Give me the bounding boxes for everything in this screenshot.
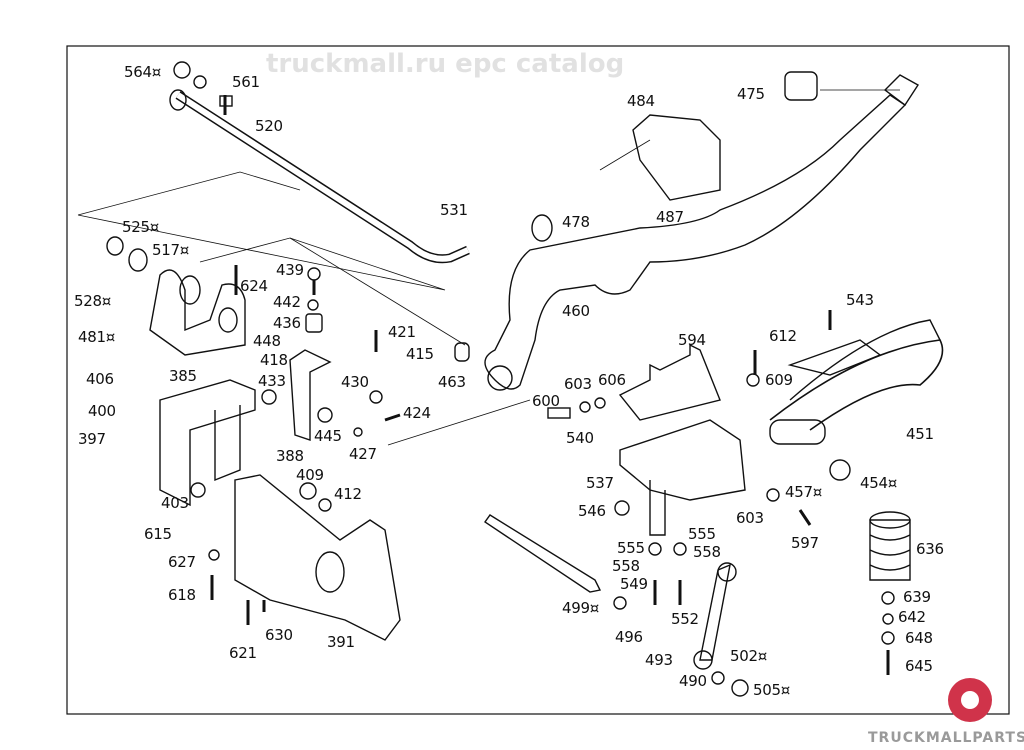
part-label[interactable]: 463	[438, 373, 466, 391]
part-label[interactable]: 555	[688, 525, 716, 543]
part-label[interactable]: 543	[846, 291, 874, 309]
part-label[interactable]: 505¤	[753, 681, 790, 699]
part-label[interactable]: 558	[693, 543, 721, 561]
part-label[interactable]: 490	[679, 672, 707, 690]
part-label[interactable]: 630	[265, 626, 293, 644]
part-label[interactable]: 454¤	[860, 474, 897, 492]
part-label[interactable]: 621	[229, 644, 257, 662]
part-label[interactable]: 564¤	[124, 63, 161, 81]
part-label[interactable]: 448	[253, 332, 281, 350]
part-label[interactable]: 478	[562, 213, 590, 231]
part-label[interactable]: 481¤	[78, 328, 115, 346]
part-label[interactable]: 418	[260, 351, 288, 369]
part-label[interactable]: 517¤	[152, 241, 189, 259]
part-label[interactable]: 388	[276, 447, 304, 465]
part-label[interactable]: 618	[168, 586, 196, 604]
nut-564	[173, 61, 191, 79]
part-label[interactable]: 487	[656, 208, 684, 226]
diagram-frame	[66, 45, 1010, 715]
part-label[interactable]: 460	[562, 302, 590, 320]
part-label[interactable]: 496	[615, 628, 643, 646]
part-label[interactable]: 531	[440, 201, 468, 219]
part-label[interactable]: 442	[273, 293, 301, 311]
part-label[interactable]: 525¤	[122, 218, 159, 236]
truckmall-logo	[948, 678, 992, 722]
part-label[interactable]: 558	[612, 557, 640, 575]
part-label[interactable]: 603	[736, 509, 764, 527]
part-label[interactable]: 406	[86, 370, 114, 388]
part-label[interactable]: 612	[769, 327, 797, 345]
part-label[interactable]: 627	[168, 553, 196, 571]
part-label[interactable]: 636	[916, 540, 944, 558]
part-label[interactable]: 537	[586, 474, 614, 492]
part-label[interactable]: 484	[627, 92, 655, 110]
part-label[interactable]: 430	[341, 373, 369, 391]
part-label[interactable]: 561	[232, 73, 260, 91]
part-label[interactable]: 475	[737, 85, 765, 103]
logo-text: TRUCKMALLPARTS	[868, 730, 1024, 746]
part-label[interactable]: 439	[276, 261, 304, 279]
part-label[interactable]: 597	[791, 534, 819, 552]
part-label[interactable]: 403	[161, 494, 189, 512]
part-label[interactable]: 436	[273, 314, 301, 332]
part-label[interactable]: 457¤	[785, 483, 822, 501]
part-label[interactable]: 555	[617, 539, 645, 557]
part-label[interactable]: 639	[903, 588, 931, 606]
part-label[interactable]: 427	[349, 445, 377, 463]
part-label[interactable]: 648	[905, 629, 933, 647]
part-label[interactable]: 433	[258, 372, 286, 390]
part-label[interactable]: 603	[564, 375, 592, 393]
part-label[interactable]: 520	[255, 117, 283, 135]
part-label[interactable]: 493	[645, 651, 673, 669]
part-label[interactable]: 412	[334, 485, 362, 503]
part-label[interactable]: 642	[898, 608, 926, 626]
part-label[interactable]: 409	[296, 466, 324, 484]
part-label[interactable]: 600	[532, 392, 560, 410]
part-label[interactable]: 528¤	[74, 292, 111, 310]
part-label[interactable]: 606	[598, 371, 626, 389]
part-label[interactable]: 391	[327, 633, 355, 651]
part-label[interactable]: 609	[765, 371, 793, 389]
part-label[interactable]: 540	[566, 429, 594, 447]
part-label[interactable]: 445	[314, 427, 342, 445]
part-label[interactable]: 624	[240, 277, 268, 295]
part-label[interactable]: 385	[169, 367, 197, 385]
part-label[interactable]: 502¤	[730, 647, 767, 665]
part-label[interactable]: 615	[144, 525, 172, 543]
part-label[interactable]: 645	[905, 657, 933, 675]
watermark: truckmall.ru epc catalog	[266, 49, 625, 79]
part-label[interactable]: 400	[88, 402, 116, 420]
part-label[interactable]: 397	[78, 430, 106, 448]
part-label[interactable]: 421	[388, 323, 416, 341]
part-label[interactable]: 594	[678, 331, 706, 349]
part-label[interactable]: 451	[906, 425, 934, 443]
part-label[interactable]: 424	[403, 404, 431, 422]
part-label[interactable]: 549	[620, 575, 648, 593]
part-label[interactable]: 546	[578, 502, 606, 520]
part-label[interactable]: 499¤	[562, 599, 599, 617]
part-label[interactable]: 415	[406, 345, 434, 363]
part-label[interactable]: 552	[671, 610, 699, 628]
spring-eye-pin	[769, 419, 826, 445]
bump-rubber-475	[784, 71, 818, 101]
